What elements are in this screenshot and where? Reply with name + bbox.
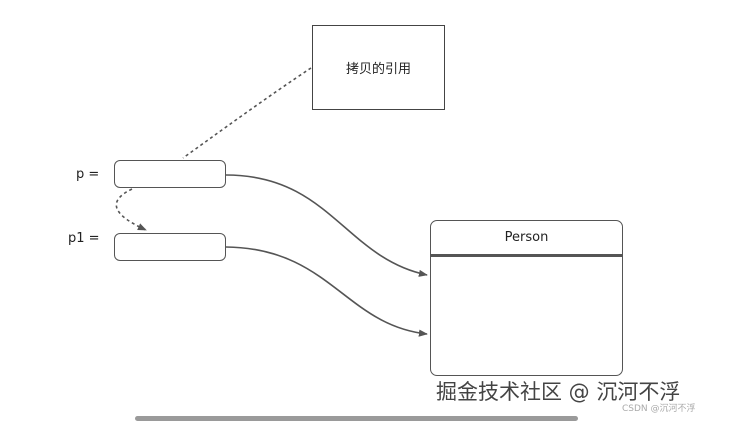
copy-connector-line [182, 67, 312, 159]
copy-reference-arrow [115, 188, 147, 231]
person-class-name: Person [504, 230, 549, 245]
p-variable-label: p = [76, 167, 100, 182]
watermark-csdn: CSDN @沉河不浮 [622, 404, 696, 414]
p1-variable-label: p1 = [68, 231, 100, 246]
p-reference-arrow [225, 174, 428, 277]
copy-reference-note-text: 拷贝的引用 [345, 62, 411, 77]
p-reference-box [114, 160, 226, 188]
bottom-scroll-bar [135, 416, 578, 421]
copy-reference-note-box: 拷贝的引用 [312, 25, 445, 110]
p1-reference-box [114, 233, 226, 261]
person-object-box: Person [430, 220, 623, 376]
watermark-juejin: 掘金技术社区 @ 沉河不浮 [436, 380, 681, 404]
person-class-header: Person [431, 221, 622, 257]
p1-reference-arrow [225, 246, 428, 337]
